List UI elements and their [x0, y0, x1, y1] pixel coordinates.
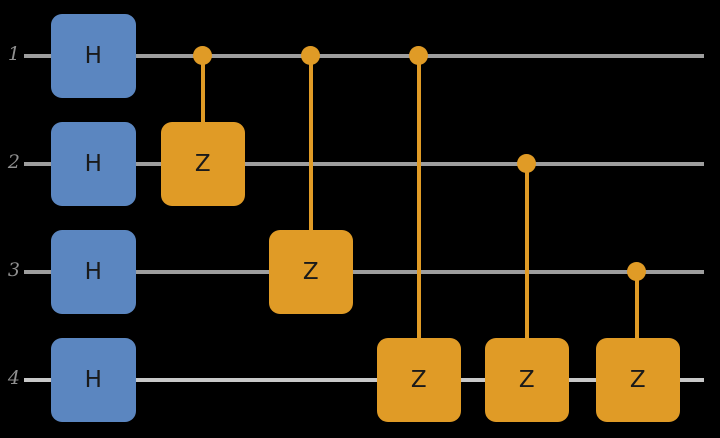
gate-z-wire-3[interactable]: Z [269, 230, 353, 314]
gate-h-wire-2[interactable]: H [51, 122, 136, 206]
qubit-wire-3 [24, 270, 704, 274]
control-dot-cz-3-4[interactable] [627, 262, 646, 281]
control-link-cz-1-3 [309, 56, 313, 272]
control-dot-cz-2-4[interactable] [517, 154, 536, 173]
gate-z-wire-4[interactable]: Z [596, 338, 680, 422]
qubit-wire-2 [24, 162, 704, 166]
wire-label-4: 4 [7, 367, 20, 389]
control-dot-cz-1-2[interactable] [193, 46, 212, 65]
gate-z-wire-4[interactable]: Z [485, 338, 569, 422]
qubit-wire-4 [24, 378, 704, 382]
gate-z-wire-2[interactable]: Z [161, 122, 245, 206]
control-link-cz-2-4 [525, 164, 529, 380]
wire-label-3: 3 [7, 259, 20, 281]
wire-label-1: 1 [7, 43, 20, 65]
control-link-cz-1-4 [417, 56, 421, 380]
qubit-wire-1 [24, 54, 704, 58]
control-dot-cz-1-4[interactable] [409, 46, 428, 65]
control-link-cz-1-2 [201, 56, 205, 164]
gate-h-wire-4[interactable]: H [51, 338, 136, 422]
gate-z-wire-4[interactable]: Z [377, 338, 461, 422]
wire-label-2: 2 [7, 151, 20, 173]
control-link-cz-3-4 [635, 272, 639, 380]
gate-h-wire-1[interactable]: H [51, 14, 136, 98]
gate-h-wire-3[interactable]: H [51, 230, 136, 314]
control-dot-cz-1-3[interactable] [301, 46, 320, 65]
